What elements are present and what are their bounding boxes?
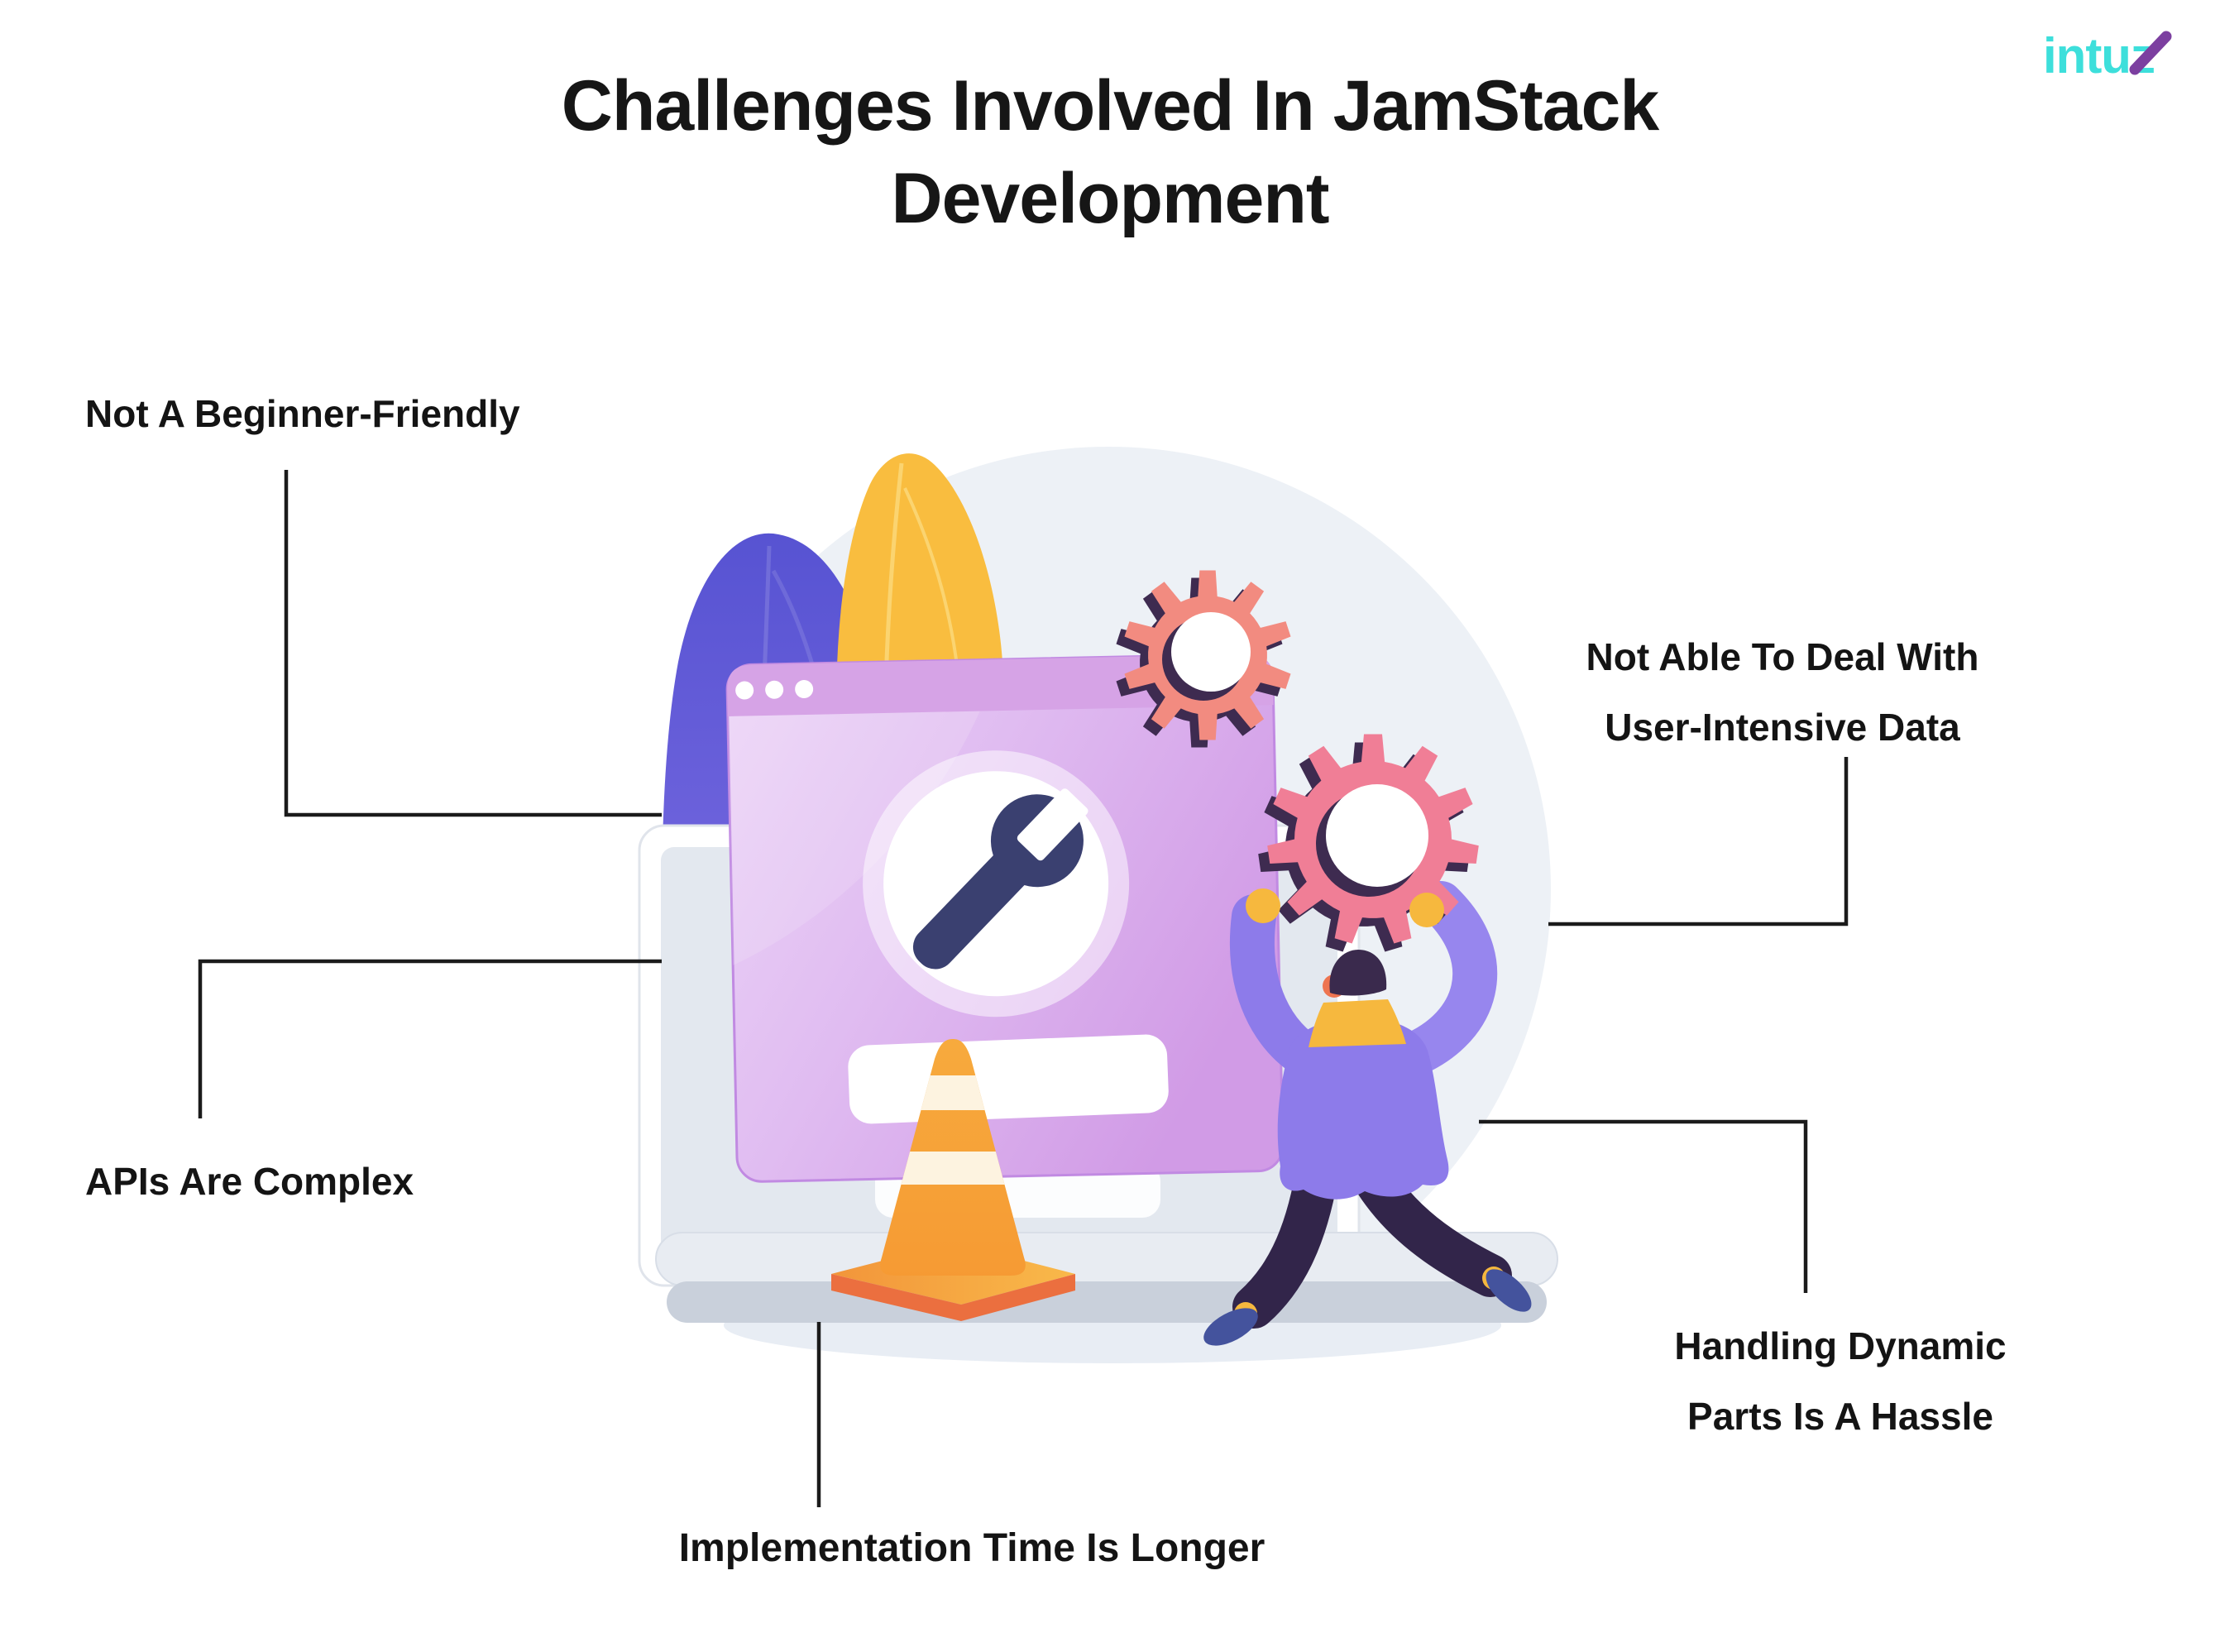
person-hand — [1246, 888, 1280, 923]
person-hair — [1329, 950, 1387, 996]
wrench-icon — [912, 788, 1088, 970]
page-title: Challenges Involved In JamStack Developm… — [0, 60, 2220, 245]
window-dot-icon — [795, 680, 814, 699]
connector-line-apis — [198, 959, 662, 1118]
intuz-logo: intuz — [2036, 15, 2220, 98]
challenge-label-user-intensive-line2: User-Intensive Data — [1605, 706, 1960, 749]
challenge-label-user-intensive-data: Not Able To Deal With User-Intensive Dat… — [1447, 622, 2117, 763]
person-collar — [1309, 999, 1406, 1047]
window-dot-icon — [765, 680, 784, 699]
person-figure — [1203, 881, 1532, 1346]
person-shoe — [1203, 1308, 1258, 1346]
window-input-bar — [848, 1034, 1169, 1124]
person-sweater — [1277, 1018, 1449, 1199]
challenge-label-beginner-friendly: Not A Beginner-Friendly — [85, 392, 520, 435]
person-shoe — [1486, 1269, 1532, 1312]
logo-z-accent — [2129, 31, 2172, 75]
connector-line-beginner — [284, 470, 662, 817]
connector-line-user-data — [1548, 757, 1849, 927]
gear-icon-small — [1116, 570, 1291, 748]
challenge-label-dynamic-line1: Handling Dynamic — [1674, 1324, 2007, 1367]
connector-line-dynamic — [1479, 1119, 1808, 1293]
challenge-label-apis-complex: APIs Are Complex — [85, 1160, 414, 1203]
page-title-line1: Challenges Involved In JamStack — [561, 66, 1659, 146]
challenge-label-dynamic-line2: Parts Is A Hassle — [1687, 1395, 1993, 1438]
intuz-logo-text: intuz — [2043, 28, 2155, 84]
challenge-label-user-intensive-line1: Not Able To Deal With — [1586, 635, 1979, 678]
person-leg — [1232, 1153, 1338, 1329]
challenge-label-handling-dynamic: Handling Dynamic Parts Is A Hassle — [1505, 1311, 2175, 1452]
person-arm — [1389, 881, 1498, 1078]
person-hand — [1409, 893, 1444, 927]
page-title-line2: Development — [891, 159, 1329, 238]
challenge-label-implementation-time: Implementation Time Is Longer — [678, 1526, 1265, 1570]
window-dot-icon — [735, 681, 754, 700]
